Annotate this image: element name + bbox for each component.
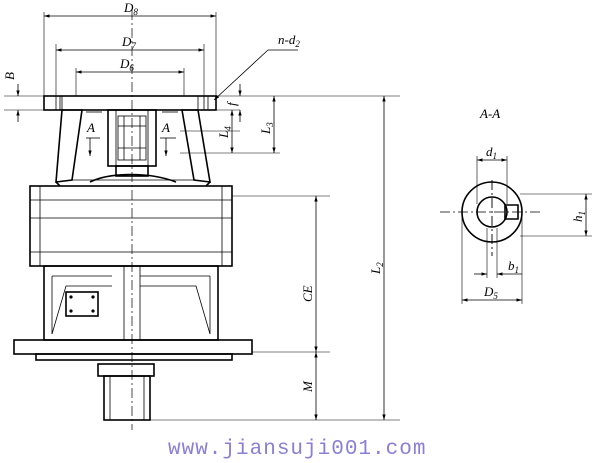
dimension-CE: CE <box>300 196 318 352</box>
shaft-bore <box>476 196 508 228</box>
shaft-keyway <box>504 204 519 220</box>
label-D8-sub: 8 <box>133 7 138 17</box>
output-shaft-bore <box>107 109 157 177</box>
dimension-L3: L3 <box>258 96 276 153</box>
base-plate <box>13 339 253 361</box>
nameplate <box>65 291 99 317</box>
section-arrow-left: A <box>86 120 100 156</box>
dimension-D8: D8 <box>43 0 217 96</box>
svg-text:n-d2: n-d2 <box>278 32 300 49</box>
label-D5-sub: 5 <box>493 291 498 301</box>
label-d1-sub: 1 <box>493 151 498 161</box>
top-flange <box>43 95 217 111</box>
dimension-L2: L2 <box>368 96 386 420</box>
label-L2-sub: 2 <box>375 262 385 267</box>
label-L3-sub: 3 <box>265 122 275 128</box>
svg-text:L4: L4 <box>216 126 233 139</box>
dimension-d1: d1 <box>476 144 508 204</box>
dimension-D7: D7 <box>55 34 205 96</box>
section-arrow-right: A <box>160 120 176 156</box>
label-b1-sub: 1 <box>515 265 520 275</box>
svg-text:L3: L3 <box>258 122 275 135</box>
svg-text:D8: D8 <box>123 0 138 17</box>
dimension-B: B <box>2 72 20 122</box>
label-h1-sub: 1 <box>577 211 587 216</box>
svg-text:h1: h1 <box>570 211 587 222</box>
section-title: A-A <box>479 106 500 121</box>
leader-n-d2: n-d2 <box>213 32 300 101</box>
svg-text:L2: L2 <box>368 262 385 275</box>
label-A-right: A <box>161 120 170 135</box>
label-b1: b <box>508 258 515 273</box>
label-L4: L <box>216 131 231 139</box>
label-D8: D <box>123 0 134 15</box>
label-n-d2: n-d <box>278 32 296 47</box>
label-d1: d <box>486 144 493 159</box>
section-A-A: A-A d1 h1 b1 <box>440 106 592 304</box>
label-B: B <box>2 72 17 80</box>
dimension-L4: L4 <box>216 110 234 153</box>
svg-text:D7: D7 <box>121 34 136 51</box>
label-D6-sub: 6 <box>129 63 134 73</box>
label-A-left: A <box>86 120 95 135</box>
svg-text:D5: D5 <box>483 284 498 301</box>
svg-text:b1: b1 <box>508 258 519 275</box>
dimension-D5: D5 <box>461 212 523 304</box>
dimension-M: M <box>300 352 318 420</box>
label-L4-sub: 4 <box>223 126 233 131</box>
label-L2: L <box>368 267 383 275</box>
reducer-elevation-view: A A <box>2 0 400 430</box>
housing-transition <box>89 173 177 183</box>
label-n-d2-sub: 2 <box>295 39 300 49</box>
dimension-D6: D6 <box>75 56 185 96</box>
label-f: f <box>224 100 239 106</box>
label-L3: L <box>258 127 273 135</box>
svg-text:D6: D6 <box>119 56 134 73</box>
gear-case-body <box>29 185 233 267</box>
label-D7: D <box>121 34 132 49</box>
dimension-f: f <box>224 84 242 122</box>
label-D6: D <box>119 56 130 71</box>
label-h1: h <box>570 216 585 223</box>
lower-casing <box>43 265 219 341</box>
svg-text:d1: d1 <box>486 144 497 161</box>
input-shaft <box>97 363 155 421</box>
label-D5: D <box>483 284 494 299</box>
dimension-b1: b1 <box>474 228 522 278</box>
label-CE: CE <box>300 285 315 302</box>
label-D7-sub: 7 <box>131 41 136 51</box>
label-M: M <box>300 380 315 393</box>
dimension-h1: h1 <box>520 193 592 237</box>
watermark-text: www.jiansuji001.com <box>168 438 426 461</box>
